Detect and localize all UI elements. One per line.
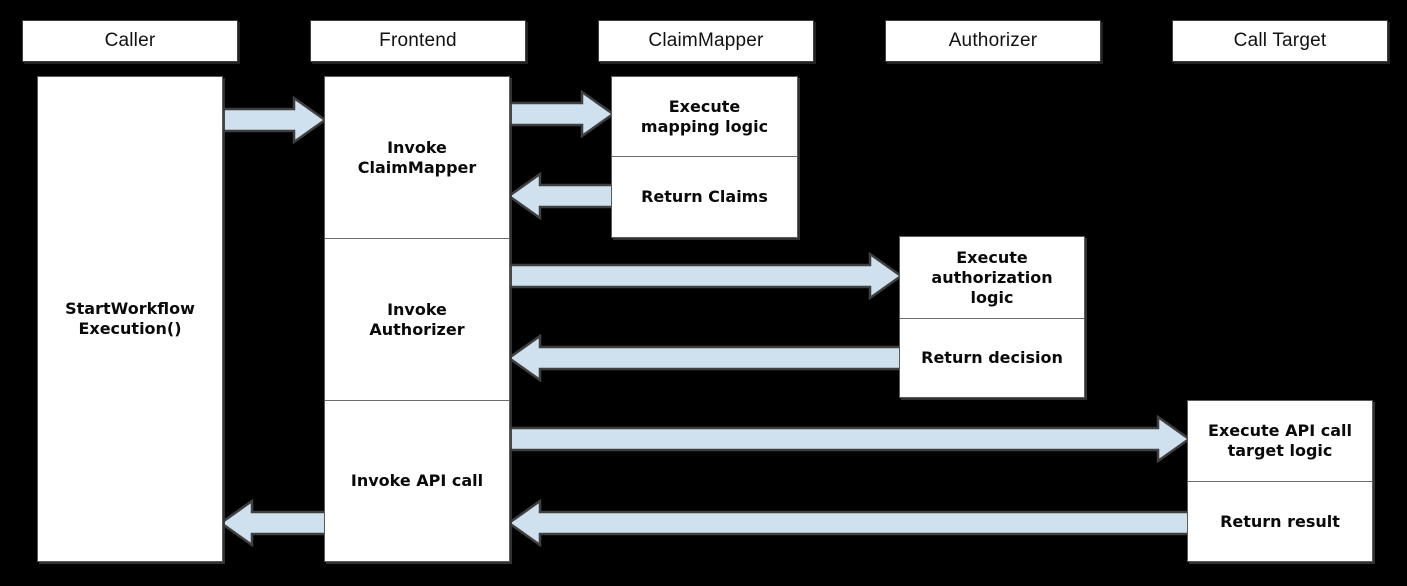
message-arrow-frontend-to-caller[interactable] — [220, 499, 326, 547]
activation-segment-claimmapper-return: Return Claims — [612, 156, 797, 237]
lifeline-header-caller[interactable]: Caller — [22, 20, 238, 62]
message-arrow-claimmapper-to-frontend[interactable] — [508, 172, 614, 220]
activation-claimmapper[interactable]: Execute mapping logic Return Claims — [611, 76, 798, 238]
lifeline-label-claimmapper: ClaimMapper — [648, 30, 764, 51]
activation-text-authorizer-return: Return decision — [921, 348, 1063, 367]
activation-segment-calltarget-return: Return result — [1188, 481, 1372, 561]
activation-calltarget[interactable]: Execute API call target logic Return res… — [1187, 400, 1373, 562]
activation-segment-calltarget-execute: Execute API call target logic — [1188, 401, 1372, 481]
activation-segment-authorizer-return: Return decision — [900, 318, 1084, 397]
lifeline-label-frontend: Frontend — [379, 30, 457, 51]
activation-text-calltarget-execute: Execute API call target logic — [1208, 421, 1352, 460]
message-arrow-caller-to-frontend[interactable] — [222, 96, 326, 144]
message-arrow-frontend-to-authorizer[interactable] — [508, 252, 902, 300]
activation-text-claimmapper-execute: Execute mapping logic — [640, 96, 769, 136]
activation-text-calltarget-return: Return result — [1220, 511, 1340, 531]
activation-text-claimmapper-return: Return Claims — [641, 187, 768, 206]
activation-segment-frontend-invoke-api-call: Invoke API call — [325, 400, 509, 561]
message-arrow-frontend-to-calltarget[interactable] — [508, 415, 1190, 463]
lifeline-header-calltarget[interactable]: Call Target — [1172, 20, 1388, 62]
lifeline-label-authorizer: Authorizer — [948, 30, 1038, 51]
message-arrow-frontend-to-claimmapper[interactable] — [508, 90, 614, 138]
activation-caller[interactable]: StartWorkflow Execution() — [37, 76, 223, 562]
lifeline-label-caller: Caller — [104, 30, 156, 51]
lifeline-header-frontend[interactable]: Frontend — [310, 20, 526, 62]
activation-segment-authorizer-execute: Execute authorization logic — [900, 237, 1084, 318]
lifeline-header-claimmapper[interactable]: ClaimMapper — [598, 20, 814, 62]
activation-text-frontend-invoke-claimmapper: Invoke ClaimMapper — [357, 137, 477, 177]
activation-text-authorizer-execute: Execute authorization logic — [931, 247, 1053, 307]
activation-frontend[interactable]: Invoke ClaimMapper Invoke Authorizer Inv… — [324, 76, 510, 562]
activation-segment-frontend-invoke-authorizer: Invoke Authorizer — [325, 238, 509, 400]
activation-text-frontend-invoke-api-call: Invoke API call — [350, 471, 484, 490]
message-arrow-authorizer-to-frontend[interactable] — [508, 334, 902, 382]
lifeline-label-calltarget: Call Target — [1233, 30, 1327, 51]
activation-segment-caller-start: StartWorkflow Execution() — [38, 77, 222, 561]
activation-segment-claimmapper-execute: Execute mapping logic — [612, 77, 797, 156]
activation-text-caller-start: StartWorkflow Execution() — [65, 299, 195, 338]
message-arrow-calltarget-to-frontend[interactable] — [508, 499, 1190, 547]
activation-segment-frontend-invoke-claimmapper: Invoke ClaimMapper — [325, 77, 509, 238]
activation-authorizer[interactable]: Execute authorization logic Return decis… — [899, 236, 1085, 398]
activation-text-frontend-invoke-authorizer: Invoke Authorizer — [369, 299, 465, 339]
lifeline-header-authorizer[interactable]: Authorizer — [885, 20, 1101, 62]
